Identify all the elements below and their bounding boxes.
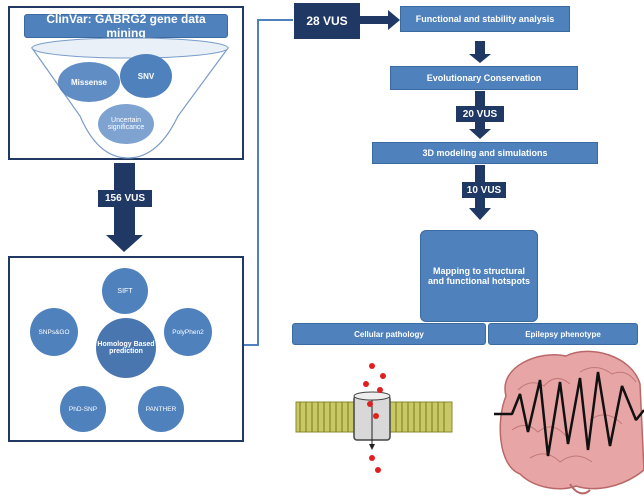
- modeling-simulations-box: 3D modeling and simulations: [372, 142, 598, 164]
- homology-panel: Homology Based prediction SIFT PolyPhen2…: [8, 256, 244, 442]
- vus-156-label: 156 VUS: [98, 190, 152, 207]
- connector-line: [244, 19, 293, 346]
- uncertain-circle: Uncertain significance: [98, 104, 154, 144]
- snpsgo-circle: SNPs&GO: [30, 308, 78, 356]
- panther-circle: PANTHER: [138, 386, 184, 432]
- phdsnp-circle: PhD-SNP: [60, 386, 106, 432]
- arrow-right-icon: [360, 10, 400, 30]
- cellular-pathology-box: Cellular pathology: [292, 323, 486, 345]
- arrow-down-icon: [469, 41, 491, 63]
- arrow-down-icon: [106, 163, 143, 252]
- epilepsy-phenotype-box: Epilepsy phenotype: [488, 323, 638, 345]
- polyphen2-circle: PolyPhen2: [164, 308, 212, 356]
- snv-circle: SNV: [120, 54, 172, 98]
- vus-28-label: 28 VUS: [294, 3, 360, 39]
- evolutionary-conservation-box: Evolutionary Conservation: [390, 66, 578, 90]
- vus-10-label: 10 VUS: [462, 182, 506, 198]
- vus-20-label: 20 VUS: [456, 106, 504, 122]
- functional-stability-box: Functional and stability analysis: [400, 6, 570, 32]
- panel-title: ClinVar: GABRG2 gene data mining: [24, 12, 228, 40]
- sift-circle: SIFT: [102, 268, 148, 314]
- clinvar-panel: ClinVar: GABRG2 gene data mining Missens…: [8, 6, 244, 160]
- mapping-hotspots-box: Mapping to structural and functional hot…: [420, 230, 538, 322]
- missense-circle: Missense: [58, 62, 120, 102]
- homology-center-circle: Homology Based prediction: [96, 318, 156, 378]
